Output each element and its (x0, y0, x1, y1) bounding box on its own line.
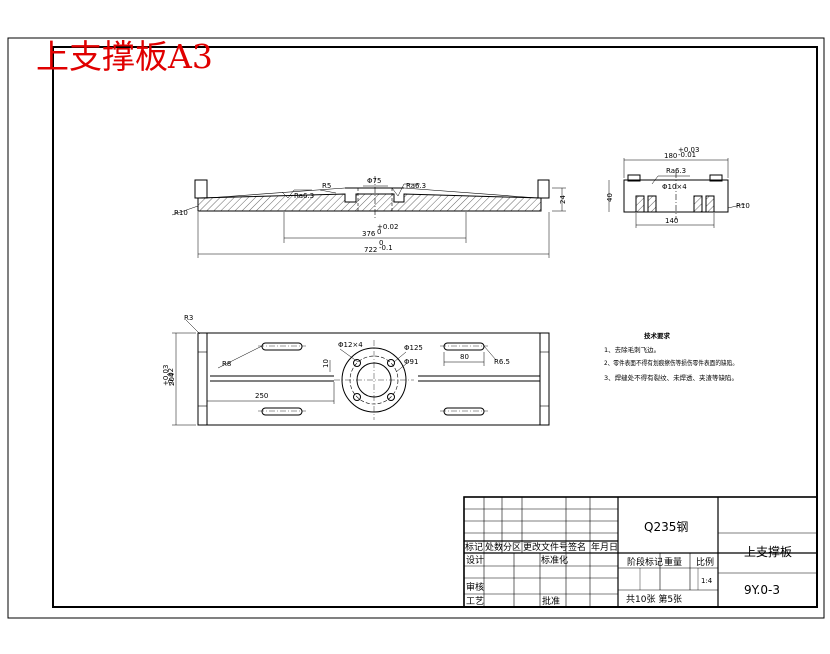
tb-review: 审核 (466, 581, 484, 593)
tech-item-2: 2、零件表面不得有划痕擦伤等损伤零件表面的缺陷。 (604, 358, 738, 367)
tech-heading: 技术要求 (644, 331, 671, 340)
front-height-dim: 24 (559, 195, 567, 204)
tb-stage-mark: 阶段标记 (627, 556, 663, 568)
side-view (608, 158, 746, 228)
side-top-dim: 180 (664, 152, 677, 160)
slot-bottom-right (443, 407, 485, 416)
slot-top-left (261, 342, 303, 351)
tb-material: Q235钢 (644, 520, 688, 534)
front-radius-label: R10 (174, 209, 188, 217)
top-d125-label: Φ125 (404, 344, 423, 352)
front-view-section (197, 193, 542, 212)
tb-mark: 标记 (465, 541, 483, 553)
front-inner-dim: 376 (362, 230, 376, 238)
side-radius-label: R10 (736, 202, 750, 210)
front-left-lug (194, 179, 208, 199)
front-overall-dim: 722 (364, 246, 377, 254)
outer-border (7, 37, 825, 619)
side-rough-label: Ra6.3 (666, 167, 686, 175)
tb-count: 处数 (485, 541, 503, 553)
top-view-plate (197, 332, 550, 426)
title-block (463, 496, 818, 608)
tb-standardize: 标准化 (541, 554, 568, 566)
front-right-lug (537, 179, 550, 199)
tech-item-3: 3、焊缝处不得有裂纹、未焊透、夹渣等缺陷。 (604, 373, 738, 382)
top-slot-dim: 80 (460, 353, 469, 361)
top-holes-label: Φ12×4 (338, 341, 363, 349)
side-height-dim: 40 (606, 193, 614, 202)
top-view (172, 319, 550, 426)
front-view (171, 176, 566, 258)
sheet-title: 上支撑板A3 (36, 37, 213, 76)
top-len-dim: 250 (255, 392, 268, 400)
tb-design: 设计 (466, 554, 484, 566)
front-dia-label: Φ75 (367, 177, 381, 185)
side-top-tol: +0.03-0.01 (678, 146, 699, 159)
tb-scale-value: 1:4 (701, 577, 713, 585)
tb-weight: 重量 (664, 556, 682, 568)
front-overall-tol: 0-0.1 (379, 239, 393, 252)
slot-top-right (443, 342, 485, 351)
top-r65-label: R6.5 (494, 358, 510, 366)
tech-item-1: 1、去除毛刺飞边。 (604, 345, 660, 354)
front-rough-mid: Ra6.3 (406, 182, 426, 190)
top-d91-label: Φ91 (404, 358, 418, 366)
top-r3-label: R3 (184, 314, 193, 322)
top-10-dim: 10 (322, 359, 330, 368)
tb-zone: 分区 (503, 542, 521, 553)
side-bottom-dim: 140 (665, 217, 678, 225)
tb-part-name: 上支撑板 (744, 544, 792, 559)
front-rough-left: Ra6.3 (294, 192, 314, 200)
tb-approve: 批准 (542, 595, 560, 607)
slot-bottom-left (261, 407, 303, 416)
side-holes-label: Φ10×4 (662, 183, 687, 191)
tb-signature: 签名 (568, 541, 586, 553)
tb-drawing-number: 9Y.0-3 (744, 583, 780, 597)
top-width-dim: 204 (168, 372, 176, 386)
top-r8-label: R8 (222, 360, 231, 368)
front-r5-label: R5 (322, 182, 331, 190)
tb-date: 年月日 (591, 541, 618, 553)
tb-sheet-info: 共10张 第5张 (626, 593, 682, 605)
flange-bore (356, 362, 392, 398)
tb-process: 工艺 (466, 596, 484, 607)
top-width-tol: +0.03-0.02 (162, 365, 175, 386)
drawing-frame (52, 46, 818, 608)
tb-scale-label: 比例 (696, 556, 714, 568)
tb-change-doc: 更改文件号 (523, 541, 568, 553)
